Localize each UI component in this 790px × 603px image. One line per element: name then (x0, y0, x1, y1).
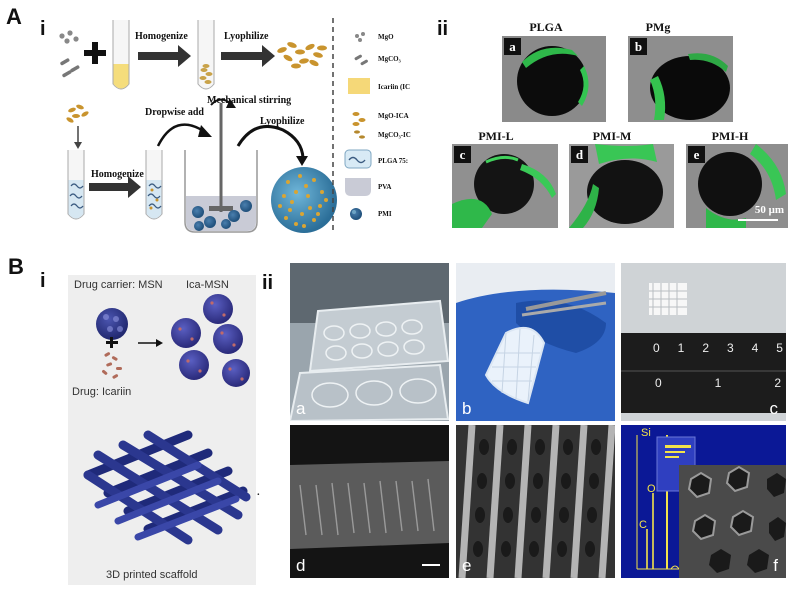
photo-label-c: c (769, 399, 779, 418)
fabrication-schematic (59, 18, 372, 233)
micro-title-plga: PLGA (529, 20, 563, 34)
drug-label: Drug: Icariin (72, 386, 132, 398)
panel-b-i-label: i (40, 270, 46, 292)
micro-title-pmg: PMg (645, 20, 671, 34)
ruler-top-1: 1 (677, 341, 685, 355)
micrograph-label-a: a (504, 38, 521, 55)
legend-plga: PLGA 75: (378, 157, 409, 165)
eds-si-label: Si (641, 427, 651, 439)
micrograph-label-c: c (454, 146, 471, 163)
panel-a-label: A (6, 4, 22, 29)
photo-well-plates: a (290, 263, 449, 421)
micrograph-plga: a (502, 36, 606, 122)
homogenize-bottom-label: Homogenize (91, 169, 144, 180)
photo-label-e: e (462, 556, 472, 575)
panel-a-i-label: i (40, 18, 46, 40)
photo-label-f: f (773, 556, 778, 575)
sem-scaffold-lattice: e (456, 425, 615, 578)
ruler-top-5: 5 (776, 341, 783, 355)
photo-scaffold-held: b (456, 263, 615, 421)
ruler-top-2: 2 (702, 341, 709, 355)
micro-title-pmi-l: PMI-L (478, 129, 514, 143)
ruler-top-0: 0 (653, 341, 660, 355)
micrograph-label-e: e (688, 146, 705, 163)
scale-bar-label: 50 μm (754, 204, 784, 216)
legend-mgco3: MgCO₃ (378, 55, 401, 63)
micrograph-pmi-m: d (569, 144, 674, 228)
panel-a-ii-label: ii (437, 18, 449, 40)
dot-mark: · (256, 488, 261, 503)
panel-b-label: B (8, 254, 24, 279)
ruler-top-3: 3 (726, 341, 734, 355)
micro-title-pmi-h: PMI-H (711, 129, 749, 143)
legend-icariin: Icariin (IC (378, 83, 411, 91)
scaffold-label: 3D printed scaffold (106, 569, 198, 581)
ruler-bottom-0: 0 (655, 376, 662, 390)
ruler-top: 0 1 2 3 4 5 (653, 341, 783, 355)
legend-mgco3-ica: MgCO₃-IC (378, 131, 411, 139)
lyophilize-bottom-label: Lyophilize (260, 116, 305, 127)
micro-title-pmi-m: PMI-M (592, 129, 632, 143)
legend-pva: PVA (378, 183, 392, 191)
ruler-top-4: 4 (751, 341, 759, 355)
legend-pmi: PMI (378, 210, 392, 218)
lyophilize-top-label: Lyophilize (224, 31, 269, 42)
micrograph-label-b: b (630, 38, 647, 55)
ruler-bottom-2: 2 (774, 376, 781, 390)
mechanical-stirring-label: Mechanical stirring (207, 95, 292, 106)
eds-c-label: C (639, 519, 647, 531)
msn-schematic-panel: Drug carrier: MSN Ica-MSN Drug: Icariin … (68, 275, 256, 585)
photo-label-a: a (296, 399, 306, 418)
photo-scaffold-side: d (290, 425, 449, 578)
msn-illustration (83, 294, 251, 545)
micrograph-pmg: b (628, 36, 733, 122)
ruler-bottom: 0 1 2 (655, 376, 781, 390)
eds-o-label: O (647, 483, 656, 495)
sem-eds-spectrum: Si O C f (621, 425, 786, 578)
dropwise-add-label: Dropwise add (145, 107, 204, 118)
carrier-label: Drug carrier: MSN (74, 279, 163, 291)
photo-scaffold-ruler: 0 1 2 3 4 5 0 1 2 c (621, 263, 786, 421)
homogenize-top-label: Homogenize (135, 31, 188, 42)
legend-mgo-ica: MgO-ICA (378, 112, 409, 120)
ruler-bottom-1: 1 (714, 376, 722, 390)
micrograph-pmi-h: e 50 μm (686, 144, 788, 228)
ica-msn-label: Ica-MSN (186, 279, 229, 291)
legend-mgo: MgO (378, 33, 394, 41)
panel-b-ii-label: ii (262, 272, 274, 294)
photo-label-d: d (296, 556, 306, 575)
micrograph-pmi-l: c (452, 144, 558, 228)
micrograph-label-d: d (571, 146, 588, 163)
photo-label-b: b (462, 399, 472, 418)
